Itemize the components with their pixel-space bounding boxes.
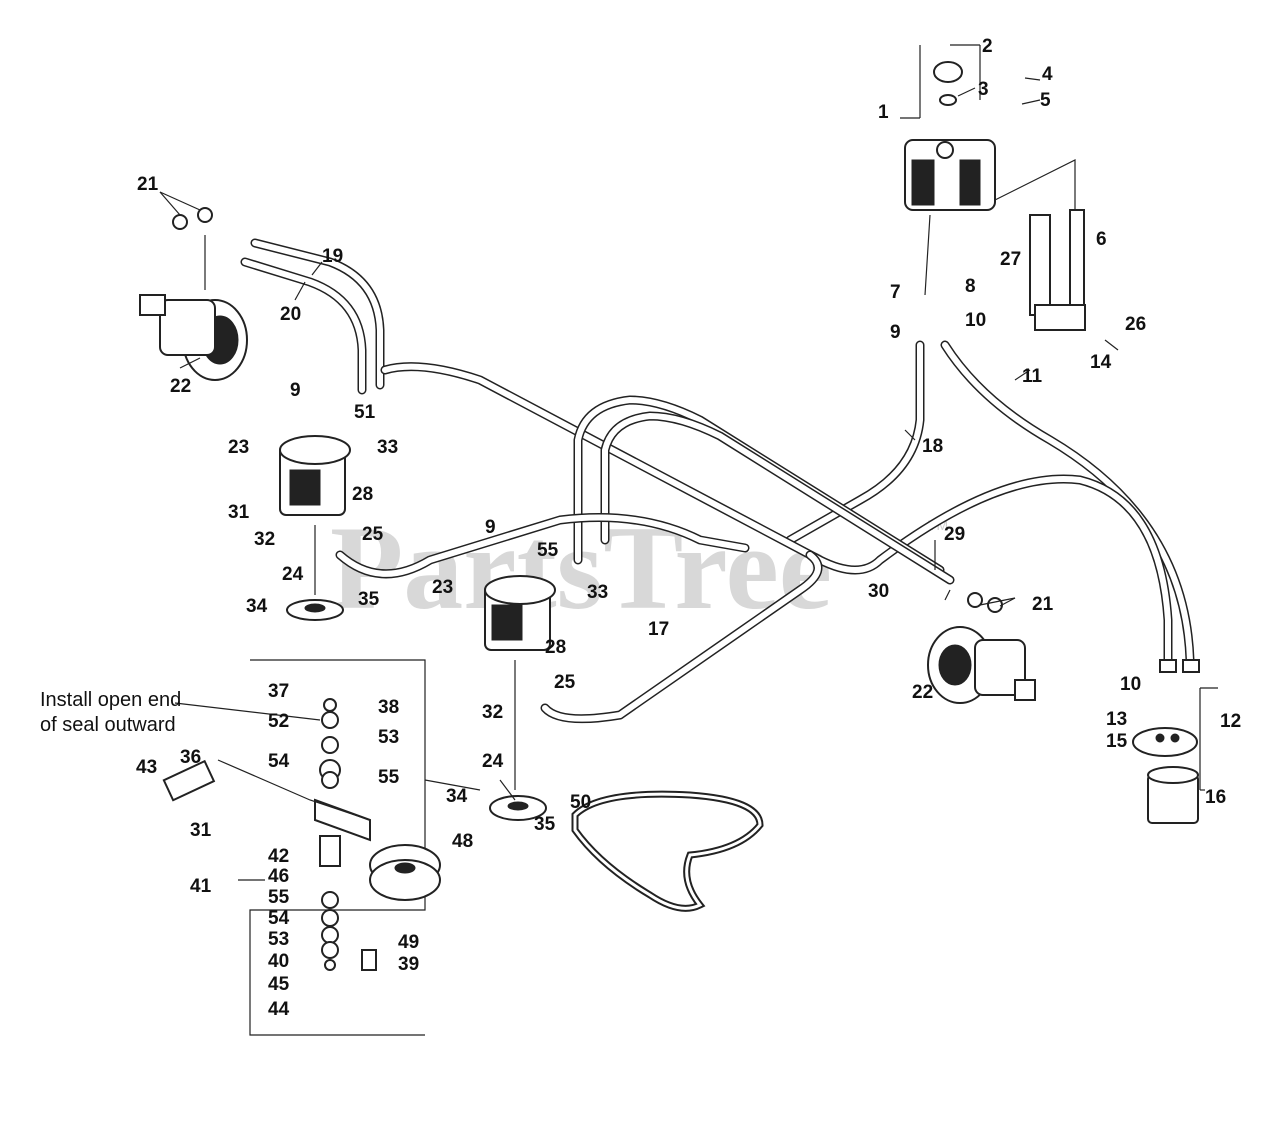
callout-32-middle: 32 — [482, 702, 503, 723]
callout-36: 36 — [180, 747, 201, 768]
callout-49: 49 — [398, 932, 419, 953]
callout-3: 3 — [978, 79, 989, 100]
callout-27: 27 — [1000, 249, 1021, 270]
callout-24-middle: 24 — [482, 751, 504, 772]
callout-14: 14 — [1090, 352, 1112, 373]
callout-13: 13 — [1106, 709, 1127, 730]
callout-29: 29 — [944, 524, 965, 545]
callout-54-upper: 54 — [268, 751, 290, 772]
callout-54-lower: 54 — [268, 908, 290, 929]
callout-50: 50 — [570, 792, 591, 813]
callout-25-middle: 25 — [554, 672, 576, 693]
callout-55-middle: 55 — [537, 540, 559, 561]
callout-15: 15 — [1106, 731, 1128, 752]
note-line-2: of seal outward — [40, 714, 176, 736]
leader-lines — [159, 44, 1218, 881]
callout-23-left: 23 — [228, 437, 249, 458]
callout-42: 42 — [268, 846, 289, 867]
callout-30: 30 — [868, 581, 889, 602]
callout-22-left: 22 — [170, 376, 191, 397]
hydraulic-reservoir — [904, 61, 1086, 331]
callout-7: 7 — [890, 282, 901, 303]
callout-26: 26 — [1125, 314, 1146, 335]
callout-48: 48 — [452, 831, 473, 852]
callout-5: 5 — [1040, 90, 1051, 111]
wheel-motor-left — [139, 207, 248, 381]
callout-35-middle: 35 — [534, 814, 556, 835]
callout-41: 41 — [190, 876, 212, 897]
callout-53-upper: 53 — [378, 727, 399, 748]
hose-lines — [240, 238, 1195, 724]
pump-middle — [484, 575, 556, 821]
callout-34-left: 34 — [246, 596, 268, 617]
idler-assembly — [162, 659, 441, 1036]
pump-left — [279, 435, 351, 621]
callout-35-left: 35 — [358, 589, 380, 610]
callout-43: 43 — [136, 757, 157, 778]
callout-28-middle: 28 — [545, 637, 566, 658]
callout-20: 20 — [280, 304, 301, 325]
callout-40: 40 — [268, 951, 289, 972]
callout-25-left: 25 — [362, 524, 384, 545]
callout-31-left: 31 — [228, 502, 250, 523]
callout-21-left: 21 — [137, 174, 159, 195]
callout-38: 38 — [378, 697, 399, 718]
callout-labels: 1 2 3 4 5 6 7 8 9 9 9 10 10 11 12 13 14 … — [136, 36, 1241, 1020]
callout-45: 45 — [268, 974, 290, 995]
callout-21-right: 21 — [1032, 594, 1054, 615]
callout-12: 12 — [1220, 711, 1241, 732]
callout-37: 37 — [268, 681, 289, 702]
callout-46: 46 — [268, 866, 289, 887]
callout-53-lower: 53 — [268, 929, 289, 950]
installation-note: Install open end of seal outward — [40, 689, 181, 736]
callout-55-lower: 55 — [268, 887, 290, 908]
callout-52: 52 — [268, 711, 289, 732]
callout-10-top: 10 — [965, 310, 986, 331]
callout-4: 4 — [1042, 64, 1053, 85]
callout-51: 51 — [354, 402, 376, 423]
callout-9-reservoir: 9 — [890, 322, 901, 343]
callout-17: 17 — [648, 619, 669, 640]
callout-31-idler: 31 — [190, 820, 212, 841]
callout-24-left: 24 — [282, 564, 304, 585]
callout-28-left: 28 — [352, 484, 373, 505]
callout-2: 2 — [982, 36, 993, 57]
callout-9-middle: 9 — [485, 517, 496, 538]
callout-33-left: 33 — [377, 437, 398, 458]
callout-33-middle: 33 — [587, 582, 608, 603]
callout-18: 18 — [922, 436, 943, 457]
callout-22-right: 22 — [912, 682, 933, 703]
callout-34-middle: 34 — [446, 786, 468, 807]
callout-44: 44 — [268, 999, 290, 1020]
callout-32-left: 32 — [254, 529, 275, 550]
callout-9-left: 9 — [290, 380, 301, 401]
callout-23-middle: 23 — [432, 577, 453, 598]
wheel-motor-right — [927, 592, 1036, 704]
callout-1: 1 — [878, 102, 889, 123]
callout-19: 19 — [322, 246, 343, 267]
drive-belt — [571, 790, 764, 912]
callout-16: 16 — [1205, 787, 1226, 808]
callout-39: 39 — [398, 954, 419, 975]
note-line-1: Install open end — [40, 689, 181, 711]
callout-8: 8 — [965, 276, 976, 297]
callout-55-upper: 55 — [378, 767, 400, 788]
callout-11: 11 — [1022, 366, 1043, 387]
filter-assembly — [1132, 659, 1200, 824]
callout-6: 6 — [1096, 229, 1107, 250]
callout-10-filter: 10 — [1120, 674, 1141, 695]
